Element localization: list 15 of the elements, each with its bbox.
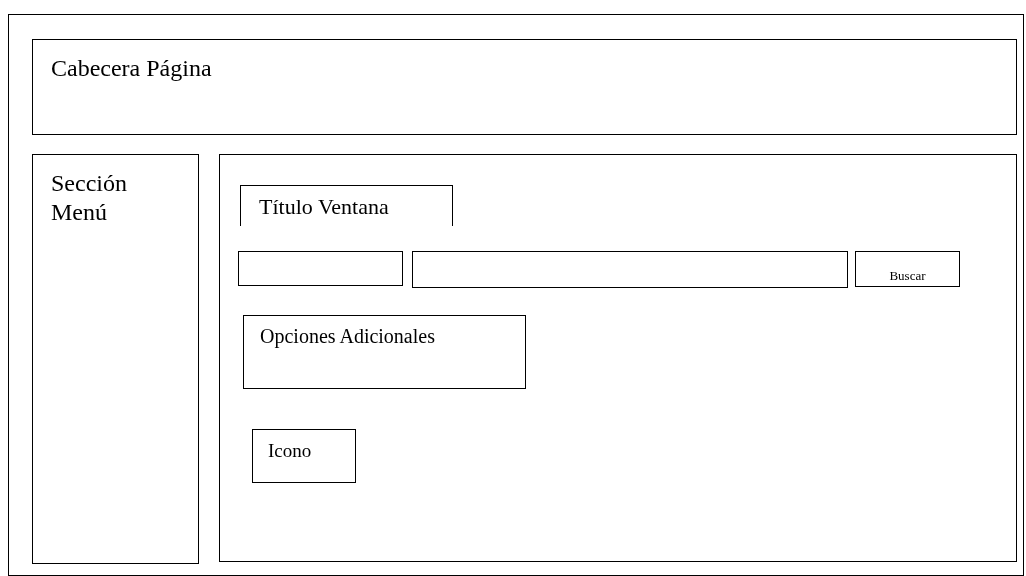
tab-title: Título Ventana (259, 194, 389, 221)
options-panel (243, 315, 526, 389)
header-panel (32, 39, 1017, 135)
content-panel (219, 154, 1017, 562)
input-field (238, 251, 403, 286)
menu-sidebar (32, 154, 199, 564)
page-frame (8, 14, 1024, 576)
header-title: Cabecera Página (51, 54, 212, 83)
icon-label: Icono (268, 440, 312, 463)
search-button: Buscar (855, 251, 960, 287)
options-label: Opciones Adicionales (260, 324, 435, 348)
icon-field (252, 429, 356, 483)
window-tab (240, 185, 453, 226)
menu-title: Sección Menú (51, 169, 128, 227)
search-input (412, 251, 848, 288)
